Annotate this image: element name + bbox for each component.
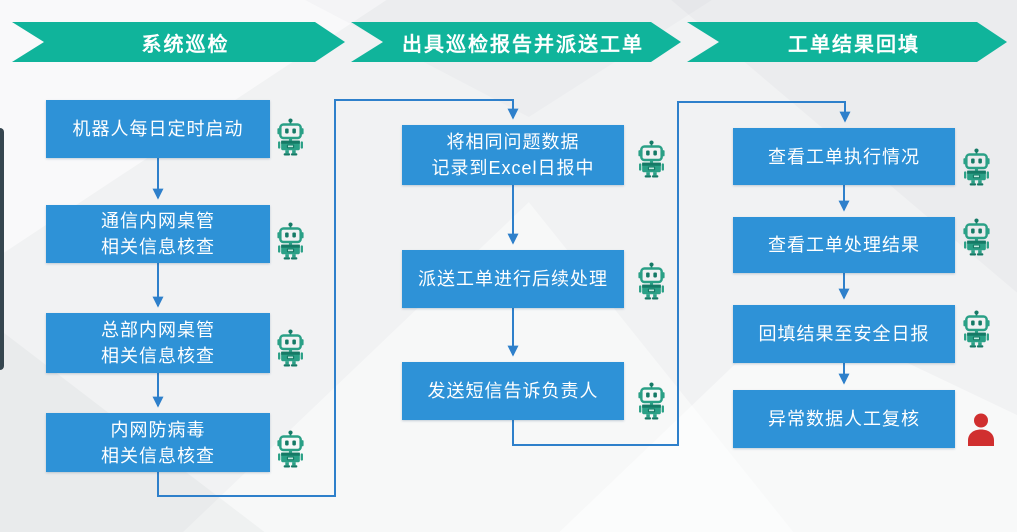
stage-banner-label: 工单结果回填 — [788, 33, 920, 56]
step-robot-daily-start: 机器人每日定时启动 — [46, 100, 270, 158]
step-label: 内网防病毒 相关信息核查 — [101, 419, 215, 466]
step-antivirus-check: 内网防病毒 相关信息核查 — [46, 413, 270, 472]
robot-icon — [277, 430, 304, 468]
robot-icon — [638, 382, 665, 420]
step-record-excel-report: 将相同问题数据 记录到Excel日报中 — [402, 125, 624, 185]
robot-icon — [963, 218, 990, 256]
stage-banner-system-inspection: 系统巡检 — [12, 22, 345, 62]
robot-icon — [963, 310, 990, 348]
stage-banner-label: 系统巡检 — [141, 33, 230, 56]
step-label: 机器人每日定时启动 — [72, 119, 244, 139]
robot-icon — [277, 329, 304, 367]
step-label: 通信内网桌管 相关信息核查 — [101, 211, 215, 257]
step-check-order-result: 查看工单处理结果 — [733, 217, 955, 273]
step-check-order-execution: 查看工单执行情况 — [733, 128, 955, 185]
step-label: 异常数据人工复核 — [768, 409, 920, 429]
step-label: 回填结果至安全日报 — [758, 324, 930, 344]
step-label: 总部内网桌管 相关信息核查 — [101, 320, 215, 366]
robot-icon — [277, 222, 304, 260]
step-manual-review-abnormal: 异常数据人工复核 — [733, 390, 955, 448]
step-label: 发送短信告诉负责人 — [427, 381, 599, 401]
step-telecom-intranet-check: 通信内网桌管 相关信息核查 — [46, 205, 270, 263]
step-hq-intranet-check: 总部内网桌管 相关信息核查 — [46, 313, 270, 373]
step-label: 查看工单处理结果 — [768, 235, 920, 255]
step-dispatch-work-order: 派送工单进行后续处理 — [402, 250, 624, 308]
step-send-sms-notify: 发送短信告诉负责人 — [402, 362, 624, 420]
robot-icon — [638, 140, 665, 178]
step-label: 派送工单进行后续处理 — [418, 269, 608, 289]
step-label: 查看工单执行情况 — [768, 146, 920, 167]
left-edge-shape — [0, 128, 4, 370]
robot-icon — [963, 148, 990, 186]
stage-banner-result-backfill: 工单结果回填 — [687, 22, 1007, 62]
person-icon — [966, 412, 996, 446]
stage-banner-label: 出具巡检报告并派送工单 — [402, 33, 644, 56]
robot-icon — [638, 262, 665, 300]
robot-icon — [277, 118, 304, 156]
stage-banner-report-dispatch: 出具巡检报告并派送工单 — [351, 22, 681, 62]
step-label: 将相同问题数据 记录到Excel日报中 — [431, 132, 595, 178]
step-backfill-security-report: 回填结果至安全日报 — [733, 305, 955, 363]
